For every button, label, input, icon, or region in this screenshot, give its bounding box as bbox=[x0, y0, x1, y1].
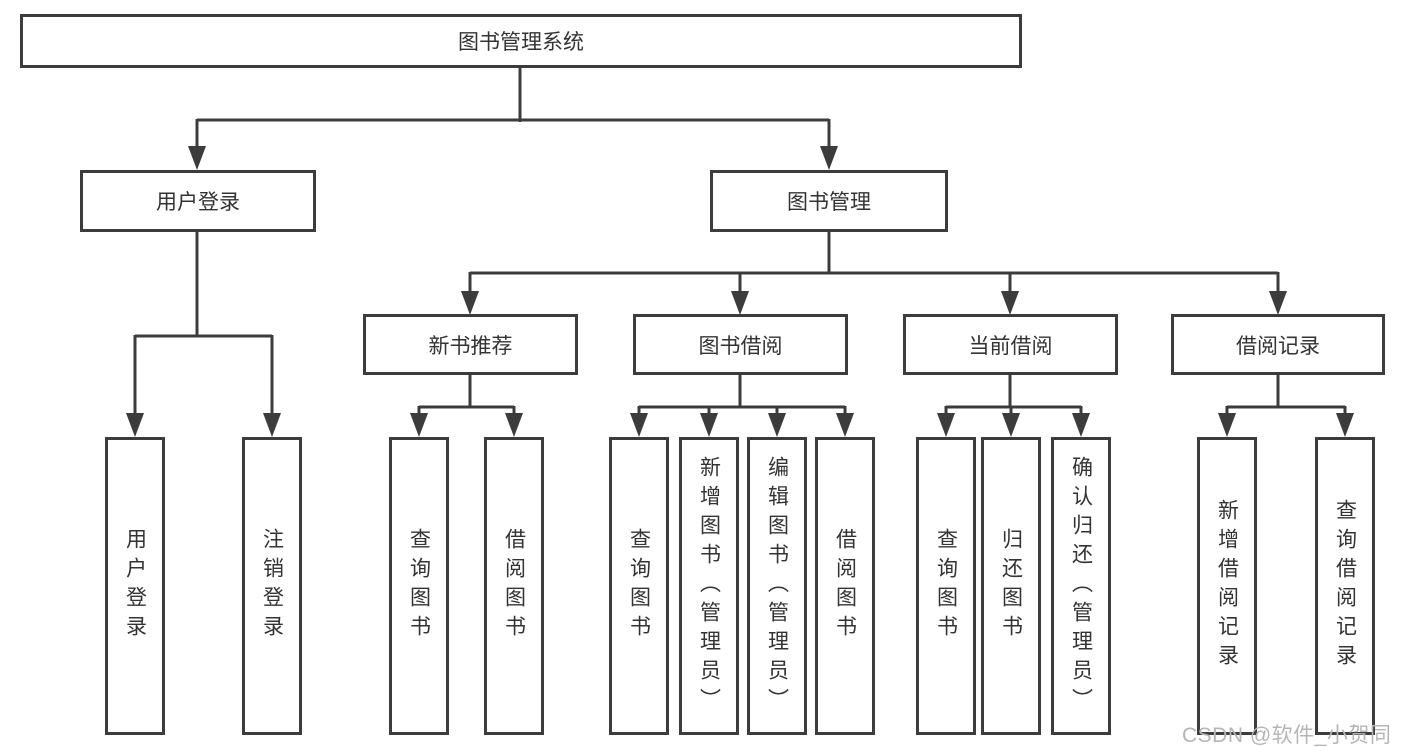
node-new-book-recommendation: 新书推荐 bbox=[363, 314, 578, 375]
leaf-user-login: 用户登录 bbox=[105, 437, 165, 735]
node-user-login: 用户登录 bbox=[80, 170, 316, 232]
leaf-query-borrow-record: 查询借阅记录 bbox=[1315, 437, 1375, 735]
arrowheads bbox=[126, 146, 1354, 437]
leaf-return-books: 归还图书 bbox=[981, 437, 1041, 735]
node-borrowing-records: 借阅记录 bbox=[1171, 314, 1385, 375]
node-book-borrowing: 图书借阅 bbox=[633, 314, 848, 375]
node-library-management-system: 图书管理系统 bbox=[20, 14, 1022, 68]
leaf-confirm-return-admin: 确认归还（管理员） bbox=[1051, 437, 1111, 735]
leaf-add-borrow-record: 新增借阅记录 bbox=[1197, 437, 1257, 735]
leaf-query-books-current: 查询图书 bbox=[916, 437, 976, 735]
leaf-query-books-recommend: 查询图书 bbox=[389, 437, 449, 735]
leaf-logout: 注销登录 bbox=[242, 437, 302, 735]
node-current-borrowing: 当前借阅 bbox=[903, 314, 1118, 375]
leaf-add-books-admin: 新增图书（管理员） bbox=[679, 437, 739, 735]
leaf-borrow-books-recommend: 借阅图书 bbox=[484, 437, 544, 735]
node-book-management: 图书管理 bbox=[710, 170, 948, 232]
leaf-query-books-borrowing: 查询图书 bbox=[609, 437, 669, 735]
leaf-edit-books-admin: 编辑图书（管理员） bbox=[747, 437, 807, 735]
leaf-borrow-books: 借阅图书 bbox=[815, 437, 875, 735]
